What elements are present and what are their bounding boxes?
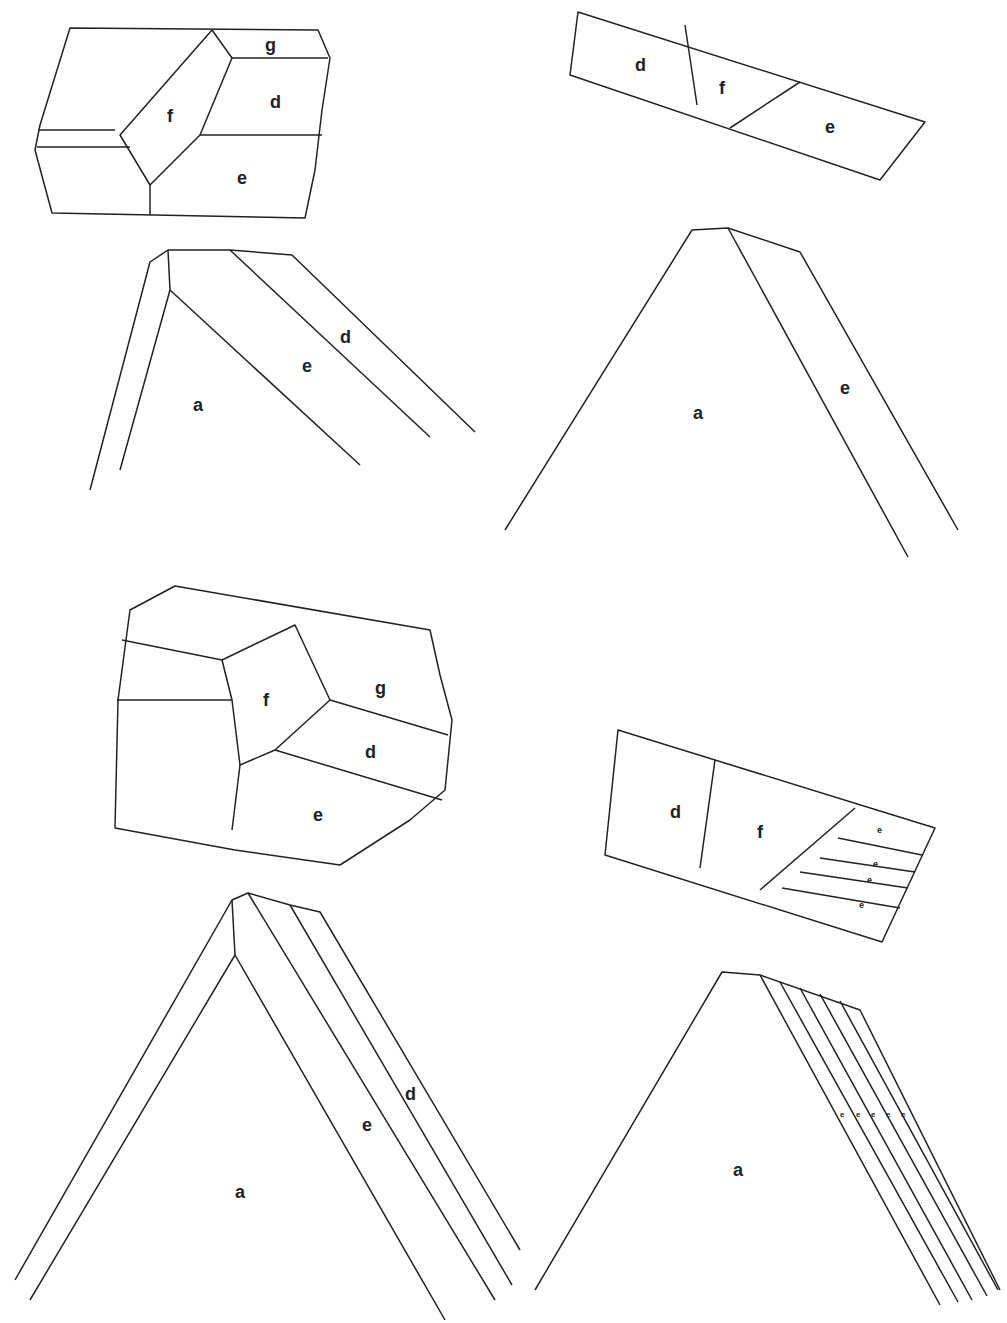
face-label: e <box>840 1111 844 1119</box>
crystal-side-view <box>15 893 520 1320</box>
face-label: e <box>867 876 872 885</box>
crystal-side-view <box>90 250 475 490</box>
face-label: e <box>871 1111 875 1119</box>
face-label: f <box>263 691 269 709</box>
face-label: e <box>362 1116 372 1134</box>
face-label: a <box>235 1183 245 1201</box>
face-label: d <box>340 328 351 346</box>
face-label: d <box>365 743 376 761</box>
crystal-side-view <box>535 972 1000 1305</box>
face-label: e <box>237 169 247 187</box>
face-label: f <box>167 107 173 125</box>
face-label: e <box>856 1111 860 1119</box>
crystal-top-view <box>570 12 925 180</box>
face-label: f <box>719 79 725 97</box>
face-label: d <box>270 93 281 111</box>
face-label: e <box>313 806 323 824</box>
face-label: f <box>757 823 763 841</box>
face-label: a <box>693 404 703 422</box>
crystal-side-view <box>505 228 958 557</box>
crystal-top-view <box>35 28 330 218</box>
face-label: a <box>733 1161 743 1179</box>
face-label: e <box>886 1111 890 1119</box>
face-label: e <box>873 860 878 869</box>
face-label: d <box>670 803 681 821</box>
face-label: g <box>265 36 276 54</box>
crystal-top-view <box>115 586 452 865</box>
face-label: e <box>825 118 835 136</box>
face-label: a <box>193 396 203 414</box>
face-label: e <box>302 357 312 375</box>
face-label: e <box>877 826 882 835</box>
crystal-top-view <box>605 730 935 942</box>
face-label: e <box>840 379 850 397</box>
face-label: d <box>635 56 646 74</box>
face-label: e <box>859 901 864 910</box>
face-label: d <box>405 1085 416 1103</box>
face-label: g <box>375 679 386 697</box>
face-label: e <box>901 1111 905 1119</box>
